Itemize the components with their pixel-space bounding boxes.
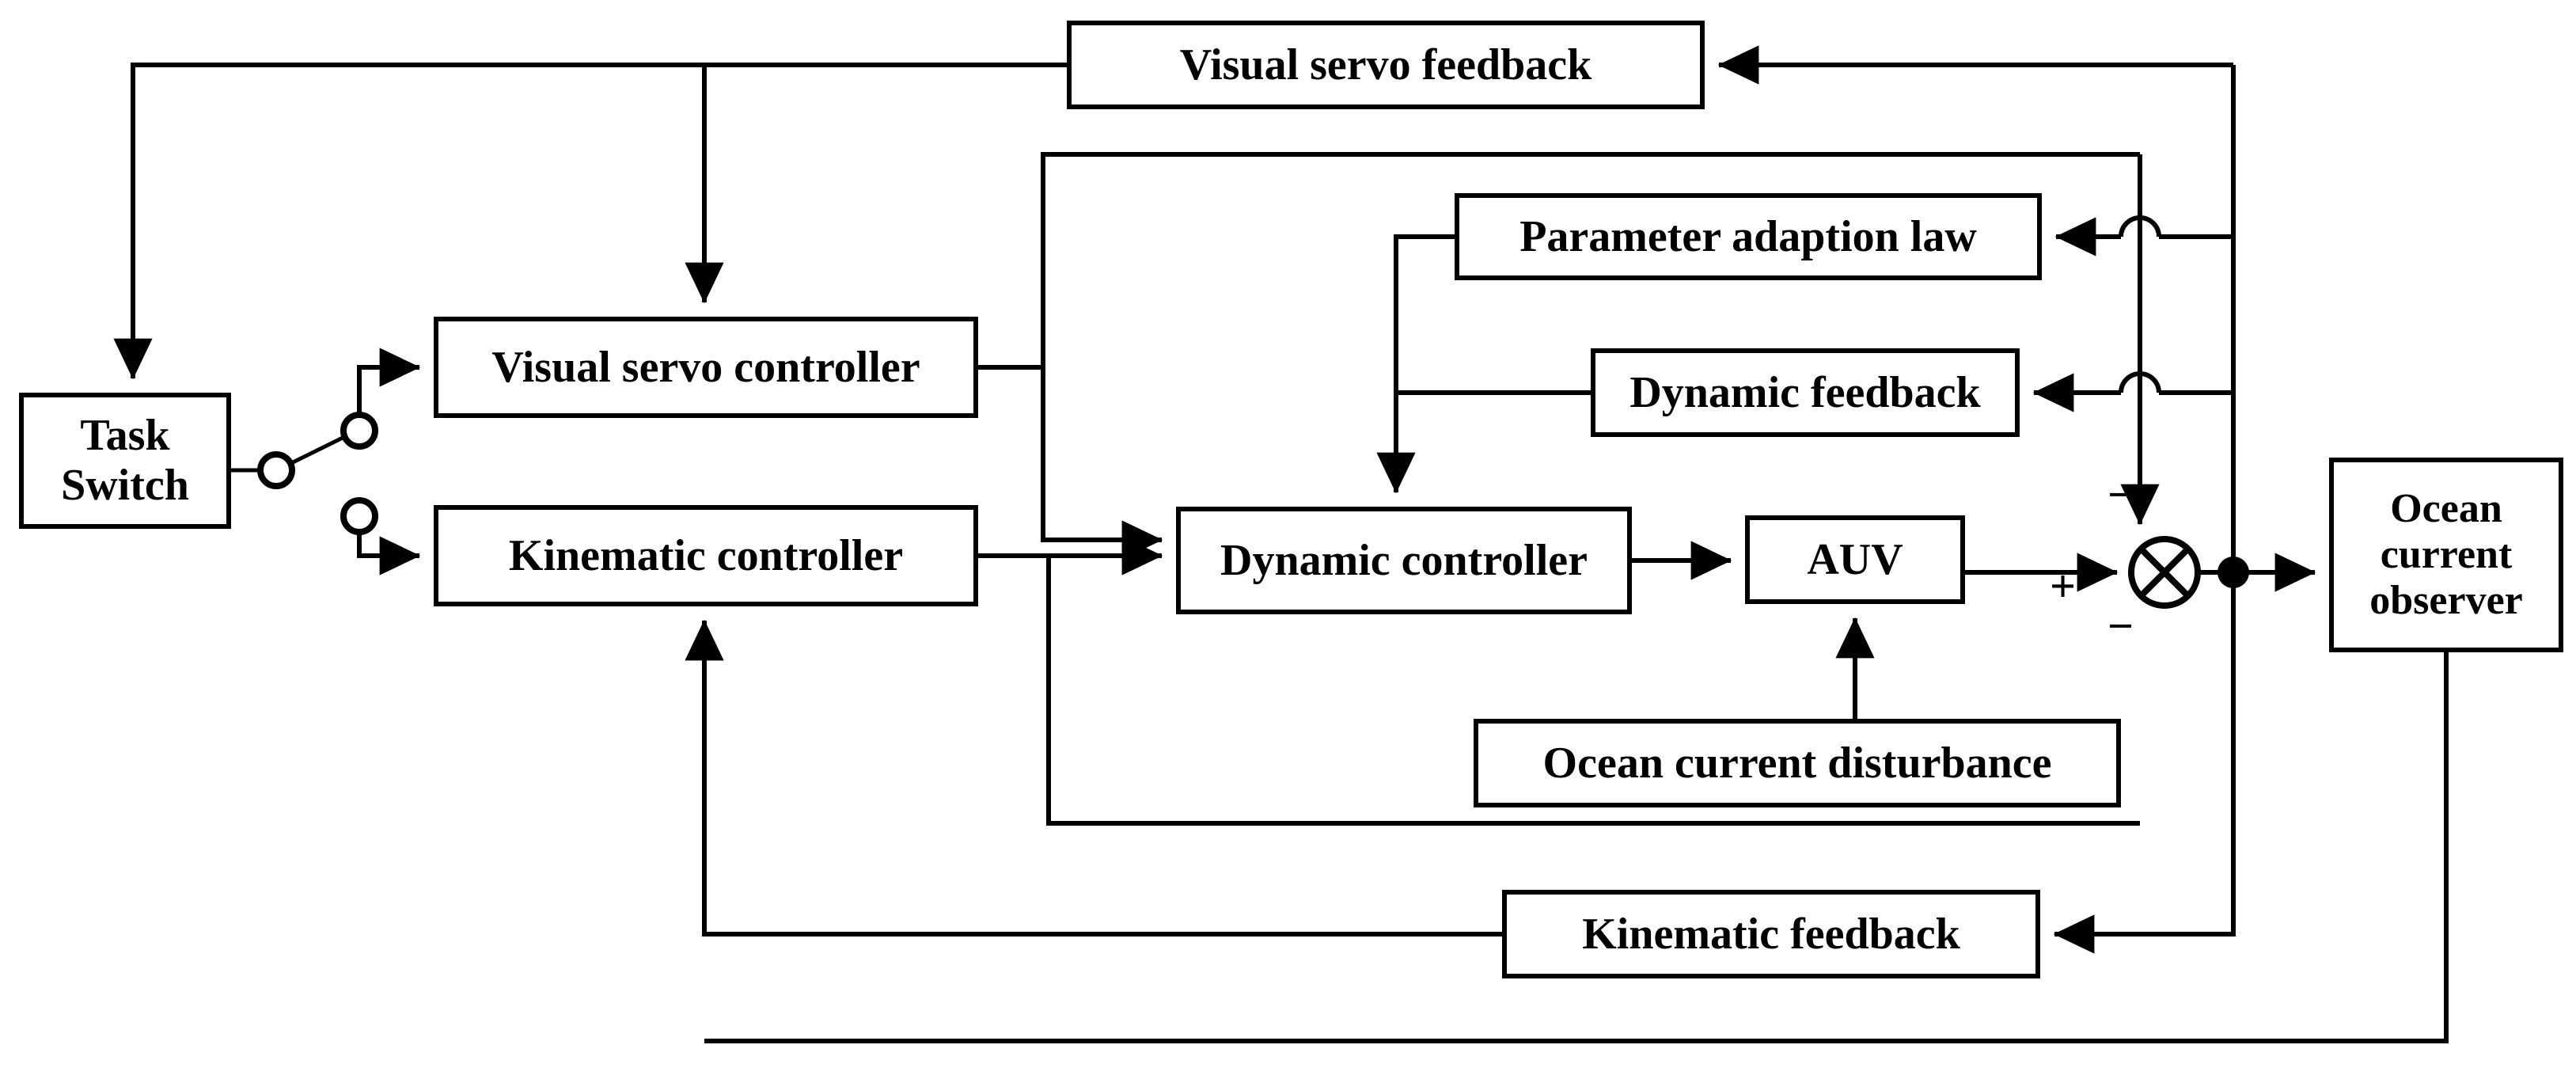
block-kinematic-controller[interactable]: Kinematic controller (434, 505, 978, 606)
wire-hop-df (2119, 371, 2161, 393)
dynamic-controller-label: Dynamic controller (1220, 535, 1588, 585)
wire-switch-to-kinematic-controller (357, 532, 421, 576)
wire-into-kinematic-feedback (2053, 572, 2236, 954)
block-task-switch[interactable]: Task Switch (19, 393, 231, 529)
sum-sign-minus-bottom: − (2107, 600, 2134, 652)
sum-sign-minus-top: − (2107, 469, 2134, 520)
block-dynamic-feedback[interactable]: Dynamic feedback (1591, 348, 2020, 437)
ocean-current-disturbance-label: Ocean current disturbance (1542, 738, 2052, 788)
wire-vsc-to-dynamic-controller (978, 365, 1163, 560)
task-switch-label: Task Switch (61, 411, 189, 510)
visual-servo-controller-label: Visual servo controller (491, 342, 920, 392)
parameter-adaption-law-label: Parameter adaption law (1519, 211, 1977, 261)
open-circle-contact-icon-pole[interactable] (257, 451, 295, 489)
wire-vsf-to-task-switch (113, 63, 1067, 380)
wire-outer-loop-top (1041, 152, 2140, 367)
block-auv[interactable]: AUV (1745, 515, 1965, 604)
ocean-current-observer-label: Ocean current observer (2369, 485, 2523, 624)
visual-servo-feedback-label: Visual servo feedback (1179, 40, 1592, 89)
open-circle-contact-icon-lower[interactable] (340, 497, 378, 535)
kinematic-controller-label: Kinematic controller (508, 530, 904, 580)
filled-dot-icon (2217, 557, 2249, 588)
sum-sign-plus-left: + (2050, 560, 2077, 612)
wire-switch-to-visual-servo-controller (357, 348, 421, 415)
kinematic-feedback-label: Kinematic feedback (1582, 909, 1960, 959)
auv-label: AUV (1807, 534, 1903, 584)
block-parameter-adaption-law[interactable]: Parameter adaption law (1455, 193, 2042, 280)
wire-observer-bottom-loop (704, 652, 2449, 1043)
block-ocean-current-disturbance[interactable]: Ocean current disturbance (1474, 719, 2121, 807)
block-visual-servo-controller[interactable]: Visual servo controller (434, 317, 978, 418)
block-ocean-current-observer[interactable]: Ocean current observer (2329, 458, 2563, 652)
dynamic-feedback-label: Dynamic feedback (1629, 367, 1981, 417)
block-dynamic-controller[interactable]: Dynamic controller (1176, 507, 1632, 614)
crossed-circle-icon (2128, 536, 2201, 609)
switch-blade (288, 434, 347, 466)
wire-pal-to-dynamic-controller (1376, 234, 1455, 494)
wire-outer-loop-bottom (1046, 556, 2140, 826)
block-kinematic-feedback[interactable]: Kinematic feedback (1502, 890, 2040, 978)
open-circle-contact-icon-upper[interactable] (340, 412, 378, 450)
wire-kinematic-feedback-to-controller (685, 619, 1502, 937)
block-visual-servo-feedback[interactable]: Visual servo feedback (1067, 21, 1705, 109)
wire-hop-pal (2119, 215, 2161, 237)
